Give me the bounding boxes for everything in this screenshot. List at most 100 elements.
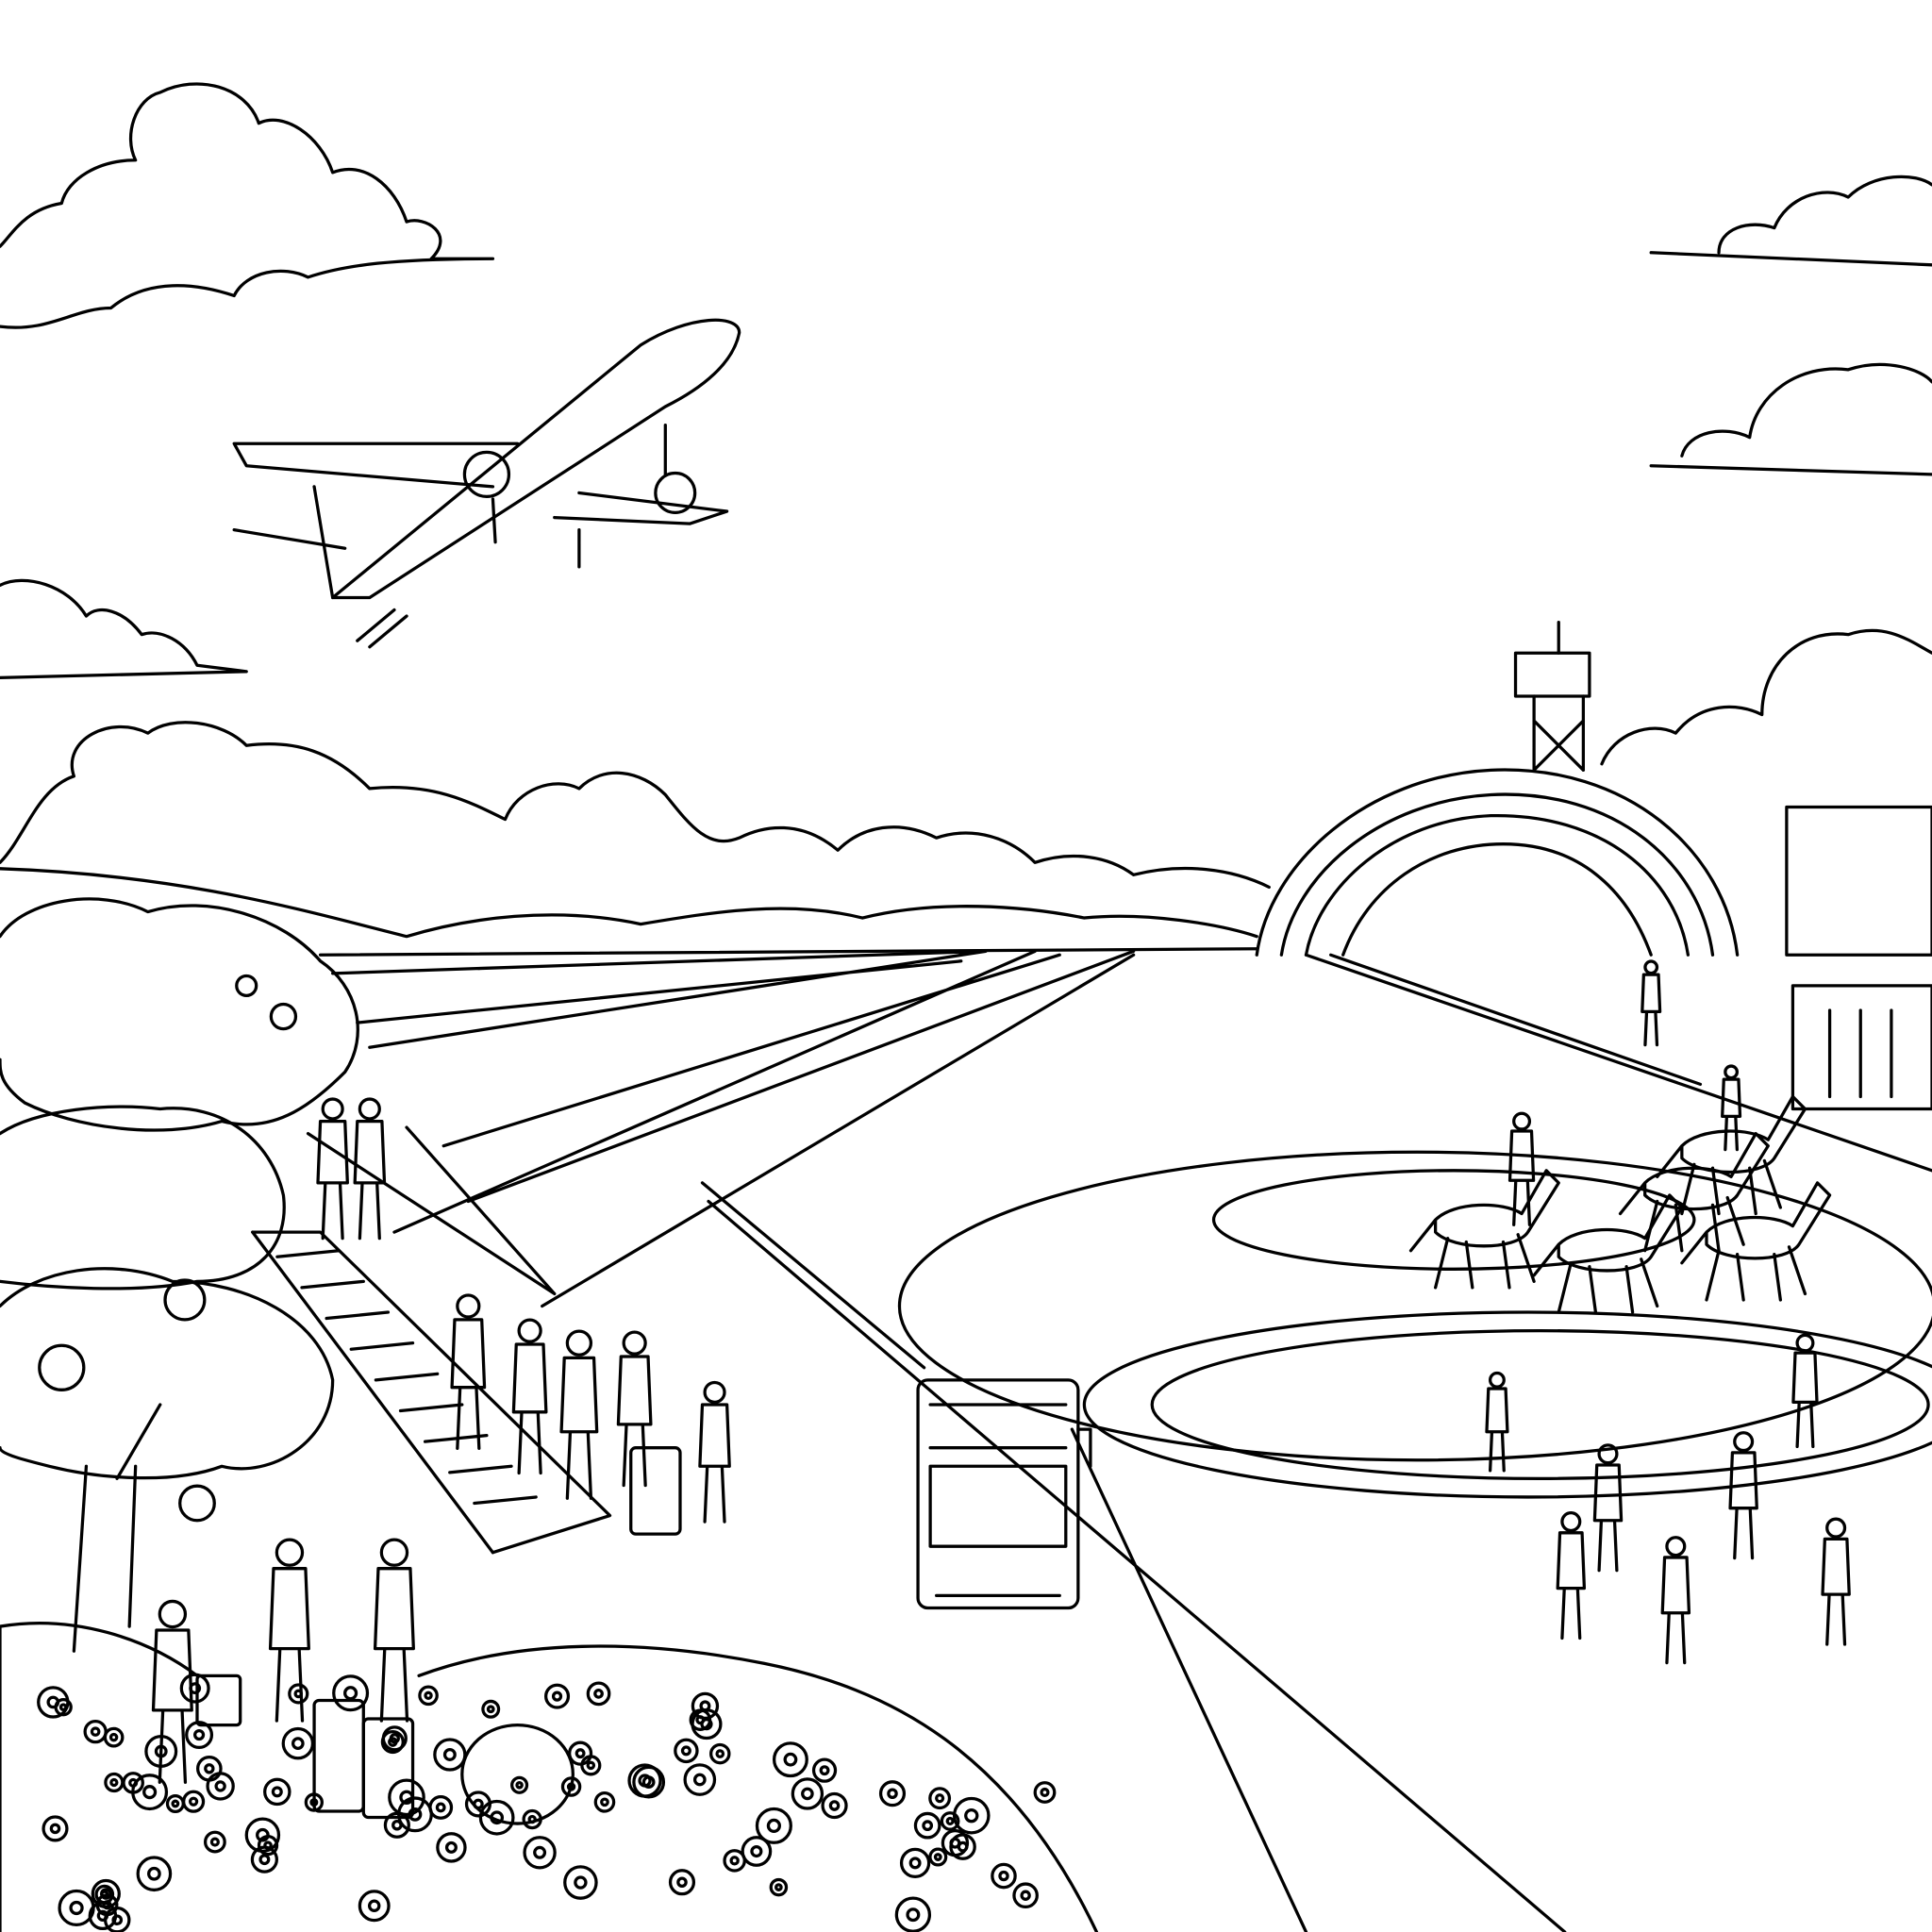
- stairs-steps: [275, 1249, 538, 1506]
- runways: [331, 949, 1932, 1932]
- horse: [1408, 1169, 1560, 1290]
- flower: [1012, 1882, 1039, 1909]
- person: [559, 1329, 599, 1500]
- airplane-fuselage: [331, 318, 741, 600]
- cloud-bank: [0, 721, 1271, 890]
- control-tower: [1513, 620, 1591, 772]
- tree-fruit: [38, 1343, 86, 1391]
- person: [373, 1538, 415, 1723]
- tree-middle: [0, 1105, 286, 1291]
- flower: [196, 1755, 223, 1782]
- flower: [244, 1817, 281, 1853]
- flower: [563, 1865, 598, 1900]
- flower: [144, 1734, 178, 1768]
- airplane-wing-right: [553, 491, 729, 525]
- terminal-windows: [1827, 1008, 1893, 1099]
- hills: [0, 867, 1258, 957]
- flower: [332, 1674, 370, 1712]
- flower: [991, 1862, 1017, 1890]
- tree-fruit: [163, 1278, 207, 1322]
- flower: [88, 1901, 118, 1931]
- horse: [1618, 1131, 1770, 1253]
- person: [1791, 1333, 1819, 1449]
- person: [698, 1380, 731, 1524]
- runway-far: [331, 949, 988, 1049]
- boarding-stairs: [251, 1125, 612, 1555]
- horse: [1680, 1181, 1832, 1302]
- flower: [428, 1795, 454, 1820]
- flower: [37, 1686, 70, 1719]
- control-tower-cab: [1513, 651, 1591, 698]
- suitcase: [629, 1446, 682, 1536]
- track-lower: [1082, 1310, 1932, 1499]
- flower: [560, 1776, 582, 1797]
- apron-edge: [1304, 953, 1932, 1173]
- flower: [182, 1790, 206, 1813]
- airplane-engine-right: [654, 471, 697, 514]
- tree-fruit: [235, 974, 258, 997]
- cloud-left-middle: [0, 578, 248, 679]
- flower: [940, 1811, 960, 1831]
- runway-main: [392, 949, 1136, 1234]
- cloud-behind-terminal: [1600, 628, 1932, 766]
- person: [1592, 1443, 1624, 1573]
- suitcase: [361, 1717, 415, 1820]
- person: [1641, 959, 1662, 1047]
- flower: [769, 1877, 789, 1897]
- flower: [203, 1830, 226, 1854]
- person: [353, 1097, 387, 1241]
- airplane-wing-left: [232, 441, 520, 489]
- stairs-rail: [251, 1125, 557, 1555]
- hill-line: [0, 867, 1258, 939]
- flower: [1033, 1781, 1057, 1804]
- flower: [380, 1729, 405, 1755]
- bus-body: [916, 1378, 1080, 1610]
- bus-windshield: [928, 1464, 1068, 1548]
- flower: [755, 1807, 792, 1844]
- flower: [928, 1847, 948, 1867]
- flower: [772, 1741, 808, 1778]
- outer-track: [898, 1150, 1932, 1462]
- person: [1728, 1431, 1758, 1560]
- flower: [478, 1799, 515, 1836]
- flower: [42, 1815, 69, 1842]
- flower: [593, 1790, 616, 1813]
- flower: [878, 1780, 907, 1807]
- airplane-tail: [232, 485, 347, 600]
- flower: [510, 1775, 529, 1794]
- horses: [1408, 1094, 1832, 1314]
- flower: [949, 1833, 976, 1860]
- person: [1660, 1536, 1691, 1665]
- clouds: [0, 82, 1932, 890]
- track-lower-inner: [1150, 1328, 1930, 1480]
- flower: [928, 1787, 952, 1810]
- flower: [899, 1847, 931, 1879]
- flower: [627, 1763, 662, 1798]
- airplane-landing-gear: [491, 423, 667, 569]
- luggage: [195, 1446, 682, 1820]
- flower: [894, 1896, 932, 1932]
- person: [151, 1599, 193, 1784]
- bus: [916, 1378, 1092, 1610]
- tree-fruit: [178, 1484, 216, 1523]
- flower: [791, 1777, 824, 1810]
- flower: [523, 1836, 557, 1870]
- flower: [436, 1832, 467, 1863]
- person: [1721, 1064, 1742, 1152]
- tree-trunk: [72, 1403, 162, 1653]
- horse: [1656, 1094, 1807, 1216]
- flower: [185, 1721, 214, 1750]
- flower: [288, 1683, 309, 1705]
- suitcase: [195, 1674, 242, 1727]
- person: [1821, 1517, 1851, 1646]
- flower: [179, 1673, 210, 1704]
- flower: [103, 1726, 125, 1748]
- flower: [418, 1685, 439, 1707]
- flower: [741, 1836, 773, 1867]
- person: [268, 1538, 310, 1723]
- terminal-arch: [1255, 768, 1740, 957]
- flower: [122, 1772, 144, 1794]
- flower: [586, 1681, 611, 1707]
- airplane-engine-left: [462, 450, 511, 498]
